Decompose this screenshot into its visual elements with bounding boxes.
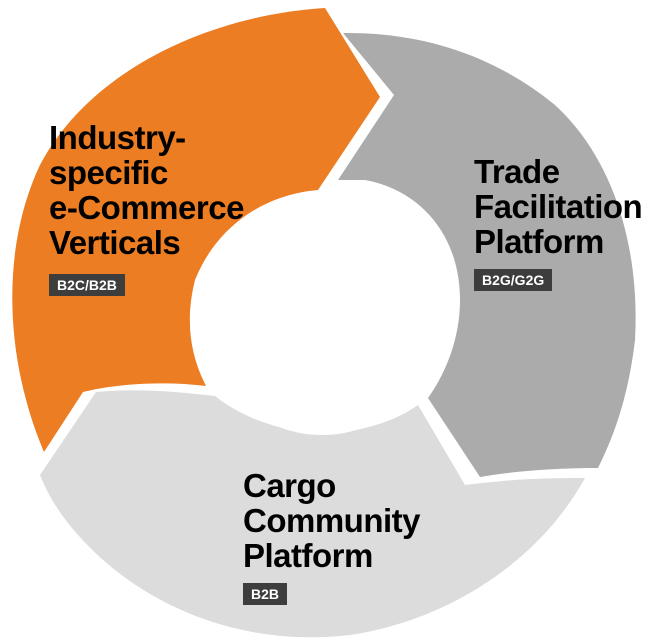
trade-facilitation-title: Trade Facilitation Platform bbox=[474, 153, 643, 260]
title-line: Trade bbox=[474, 153, 560, 190]
title-line: Verticals bbox=[49, 224, 181, 261]
title-line: specific bbox=[49, 154, 168, 191]
center-hole bbox=[202, 195, 442, 435]
title-line: Platform bbox=[474, 223, 604, 260]
title-line: Industry- bbox=[49, 119, 186, 156]
cargo-community-title: Cargo Community Platform bbox=[243, 467, 421, 574]
cargo-badge: B2B bbox=[243, 583, 288, 605]
ecommerce-badge: B2C/B2B bbox=[49, 274, 125, 296]
title-line: Facilitation bbox=[474, 188, 643, 225]
ecommerce-verticals-title: Industry- specific e-Commerce Verticals bbox=[49, 120, 244, 260]
cargo-segment bbox=[40, 390, 585, 638]
trade-segment bbox=[338, 32, 636, 478]
title-line: Cargo bbox=[243, 467, 336, 504]
ecommerce-segment bbox=[12, 8, 381, 452]
trade-badge: B2G/G2G bbox=[474, 269, 553, 291]
title-line: e-Commerce bbox=[49, 189, 244, 226]
title-line: Platform bbox=[243, 537, 373, 574]
title-line: Community bbox=[243, 502, 421, 539]
